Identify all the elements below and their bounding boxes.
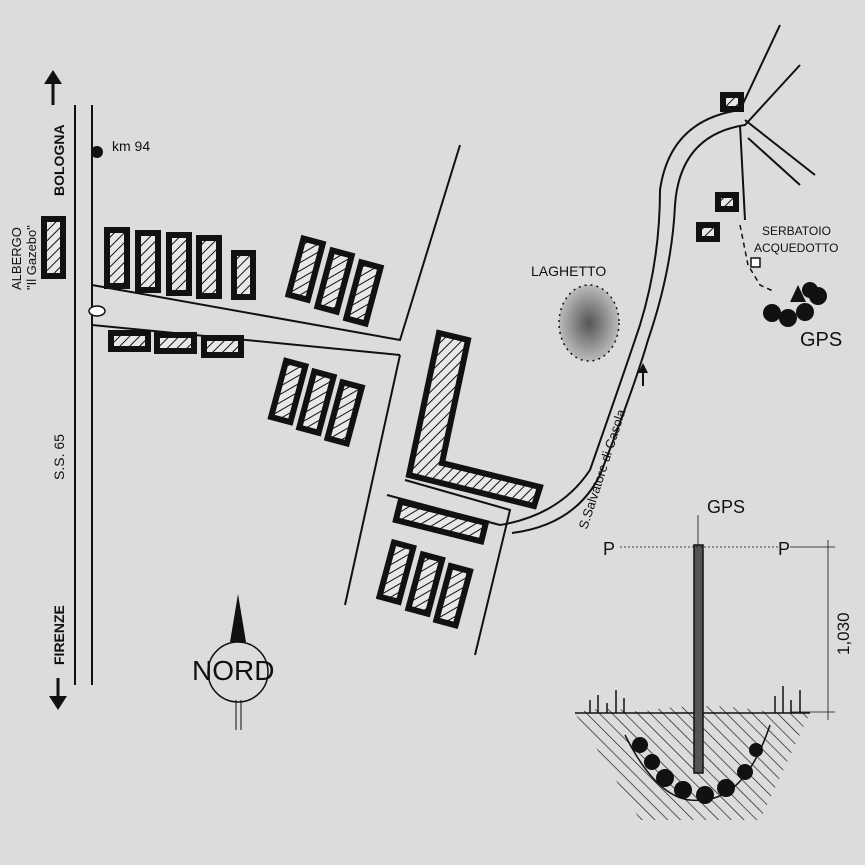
building: [392, 497, 490, 545]
building: [154, 332, 197, 354]
label-gps-site: GPS: [800, 329, 842, 351]
building-small: [696, 222, 720, 242]
building: [295, 367, 338, 437]
arrow-up-icon: [638, 363, 648, 386]
building: [196, 235, 222, 299]
building-small: [720, 92, 744, 112]
path-dashed: [739, 224, 776, 293]
building-l-shaped: [405, 329, 544, 510]
label-albergo: ALBERGO: [9, 227, 24, 290]
arrow-up-icon: [44, 70, 62, 105]
label-nord: NORD: [192, 655, 274, 686]
roundabout-island: [88, 305, 106, 317]
label-bologna: BOLOGNA: [51, 124, 67, 196]
label-p-right: P: [778, 539, 790, 559]
building: [284, 234, 327, 304]
label-gazebo: "Il Gazebo": [24, 225, 39, 290]
label-height: 1,030: [834, 612, 853, 655]
km-marker-icon: [91, 146, 103, 158]
road-ss65: [74, 105, 93, 685]
label-acquedotto: ACQUEDOTTO: [754, 241, 838, 255]
tank-icon: [750, 257, 761, 268]
label-ss65: S.S. 65: [51, 434, 67, 480]
label-gps-monument: GPS: [707, 497, 745, 517]
building: [313, 246, 356, 316]
building: [104, 227, 130, 289]
building: [267, 357, 310, 426]
label-road-casola: S.Salvatore di Casola: [576, 407, 629, 531]
building-small: [715, 192, 739, 212]
building: [432, 562, 474, 629]
gps-monument-section: [575, 515, 835, 820]
road-casola: [499, 24, 816, 534]
label-km: km 94: [112, 138, 150, 154]
building: [135, 230, 161, 293]
building: [323, 378, 366, 448]
north-arrow-icon: [207, 594, 269, 730]
building: [375, 538, 417, 606]
building: [108, 330, 151, 352]
gps-site-triangle-icon: [790, 285, 806, 302]
building: [231, 250, 256, 300]
label-laghetto: LAGHETTO: [531, 263, 606, 279]
lake: [558, 284, 620, 362]
arrow-down-icon: [49, 678, 67, 710]
label-firenze: FIRENZE: [51, 605, 67, 665]
label-serbatoio: SERBATOIO: [762, 224, 831, 238]
building-albergo: [41, 216, 66, 279]
building: [342, 258, 385, 328]
label-p-left: P: [603, 539, 615, 559]
building: [166, 232, 192, 296]
building: [201, 335, 244, 358]
building: [404, 550, 446, 618]
tree-cluster-icon: [763, 282, 827, 327]
